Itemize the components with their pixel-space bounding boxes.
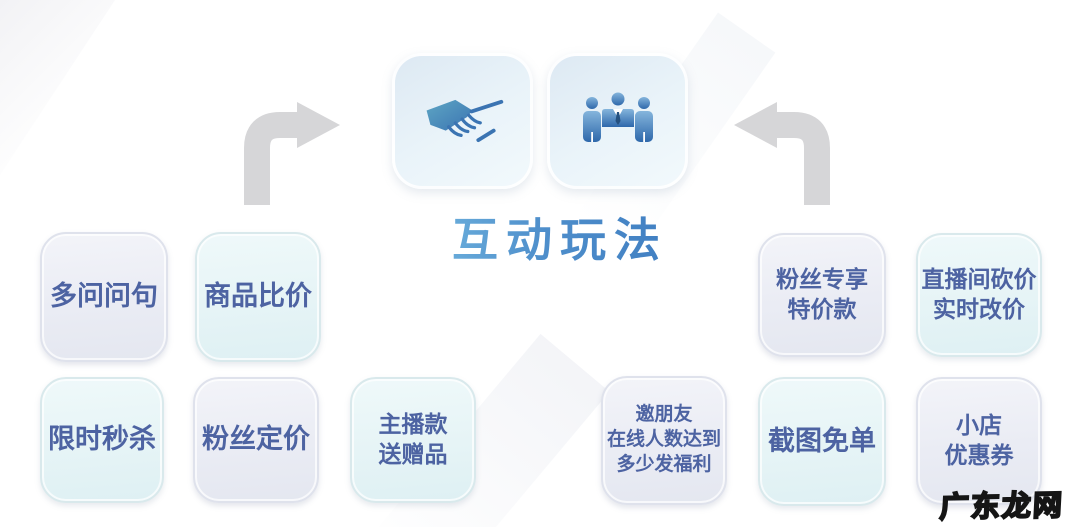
curved-arrow-right-icon [734, 102, 830, 205]
feature-box-price-compare: 商品比价 [195, 232, 321, 362]
feature-box-label: 直播间砍价 实时改价 [921, 266, 1037, 322]
feature-box-screenshot-free: 截图免单 [758, 377, 886, 506]
feature-box-label: 商品比价 [204, 281, 312, 312]
feature-box-label: 限时秒杀 [48, 424, 156, 455]
feature-box-ask-questions: 多问问句 [40, 232, 168, 362]
handshake-icon [426, 99, 503, 143]
feature-box-label: 粉丝定价 [202, 424, 310, 455]
icon-card-handshake [392, 53, 533, 189]
feature-box-fan-exclusive: 粉丝专享 特价款 [758, 233, 886, 357]
curved-arrow-left-icon [244, 102, 340, 205]
feature-box-flash-sale: 限时秒杀 [40, 377, 164, 503]
feature-box-shop-coupon: 小店 优惠券 [916, 377, 1042, 505]
feature-box-label: 邀朋友 在线人数达到 多少发福利 [606, 404, 721, 475]
team-icon [582, 92, 653, 142]
feature-box-fan-pricing: 粉丝定价 [193, 377, 319, 503]
feature-box-label: 多问问句 [50, 281, 158, 312]
background-corner-shape [0, 0, 115, 175]
feature-box-host-gift: 主播款 送赠品 [350, 377, 476, 503]
feature-box-label: 粉丝专享 特价款 [776, 266, 868, 322]
feature-box-label: 主播款 送赠品 [378, 411, 448, 467]
feature-box-live-bargain: 直播间砍价 实时改价 [916, 233, 1042, 357]
feature-box-label: 小店 优惠券 [944, 412, 1014, 468]
feature-box-label: 截图免单 [768, 425, 876, 456]
feature-box-invite-friends: 邀朋友 在线人数达到 多少发福利 [601, 376, 727, 505]
watermark-logo: 广东龙网 [938, 489, 1066, 525]
icon-card-team [547, 53, 688, 189]
page-title: 互动玩法 [420, 204, 700, 270]
